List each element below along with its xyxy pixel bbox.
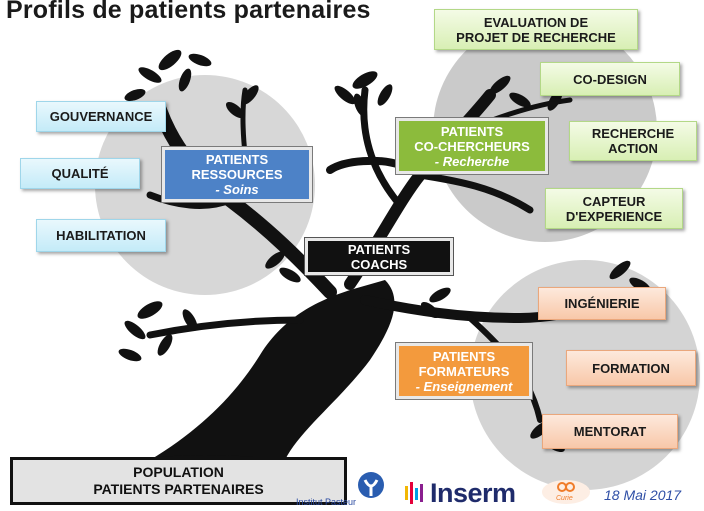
qualite-text: QUALITÉ xyxy=(51,166,109,181)
gouvernance-label: GOUVERNANCE xyxy=(36,101,166,132)
pasteur-text: Institut Pasteur xyxy=(296,497,357,507)
evaluation-line2: PROJET DE RECHERCHE xyxy=(456,29,616,45)
curie-logo-mark xyxy=(542,480,590,504)
evaluation-label: EVALUATION DE PROJET DE RECHERCHE xyxy=(434,9,638,50)
ressources-line1: PATIENTS xyxy=(205,152,269,167)
ressources-line2: RESSOURCES xyxy=(191,167,283,182)
ingenierie-label: INGÉNIERIE xyxy=(538,287,666,320)
recherche-line1: RECHERCHE xyxy=(591,126,675,141)
patients-cochercheurs-box: PATIENTS CO-CHERCHEURS - Recherche xyxy=(395,117,549,175)
formateurs-line1: PATIENTS xyxy=(432,348,496,364)
chercheurs-line1: PATIENTS xyxy=(440,123,504,139)
population-line2: PATIENTS PARTENAIRES xyxy=(93,481,264,497)
mentorat-text: MENTORAT xyxy=(573,424,647,439)
codesign-label: CO-DESIGN xyxy=(540,62,680,96)
recherche-line2: ACTION xyxy=(608,141,658,156)
formation-label: FORMATION xyxy=(566,350,696,386)
formateurs-sub: - Enseignement xyxy=(415,378,513,394)
inserm-logo-text: Inserm xyxy=(430,478,516,508)
page-title: Profils de patients partenaires xyxy=(6,0,371,24)
qualite-label: QUALITÉ xyxy=(20,158,140,189)
coachs-line2: COACHS xyxy=(350,256,408,272)
population-box: POPULATION PATIENTS PARTENAIRES xyxy=(10,457,347,505)
patients-formateurs-box: PATIENTS FORMATEURS - Enseignement xyxy=(395,342,533,400)
curie-text: Curie xyxy=(556,495,573,502)
codesign-text: CO-DESIGN xyxy=(573,71,647,87)
evaluation-line1: EVALUATION DE xyxy=(483,14,589,30)
formateurs-line2: FORMATEURS xyxy=(418,363,510,379)
formation-text: FORMATION xyxy=(592,360,670,376)
patients-coachs-box: PATIENTS COACHS xyxy=(304,237,454,276)
pasteur-logo xyxy=(358,472,384,498)
gouvernance-text: GOUVERNANCE xyxy=(49,109,153,124)
patients-ressources-box: PATIENTS RESSOURCES - Soins xyxy=(161,146,313,203)
ressources-sub: - Soins xyxy=(215,182,259,197)
chercheurs-sub: - Recherche xyxy=(434,153,510,169)
date-text: 18 Mai 2017 xyxy=(604,487,682,503)
inserm-logo-mark xyxy=(405,482,423,504)
recherche-action-label: RECHERCHE ACTION xyxy=(569,121,697,161)
mentorat-label: MENTORAT xyxy=(542,414,678,449)
capteur-line2: D'EXPERIENCE xyxy=(565,208,663,224)
chercheurs-line2: CO-CHERCHEURS xyxy=(414,138,530,154)
coachs-line1: PATIENTS xyxy=(347,241,411,257)
habilitation-label: HABILITATION xyxy=(36,219,166,252)
capteur-line1: CAPTEUR xyxy=(582,193,646,209)
habilitation-text: HABILITATION xyxy=(56,228,146,243)
curie-logo: Curie xyxy=(538,476,594,506)
population-line1: POPULATION xyxy=(133,464,224,480)
ingenierie-text: INGÉNIERIE xyxy=(564,296,640,311)
capteur-label: CAPTEUR D'EXPERIENCE xyxy=(545,188,683,229)
